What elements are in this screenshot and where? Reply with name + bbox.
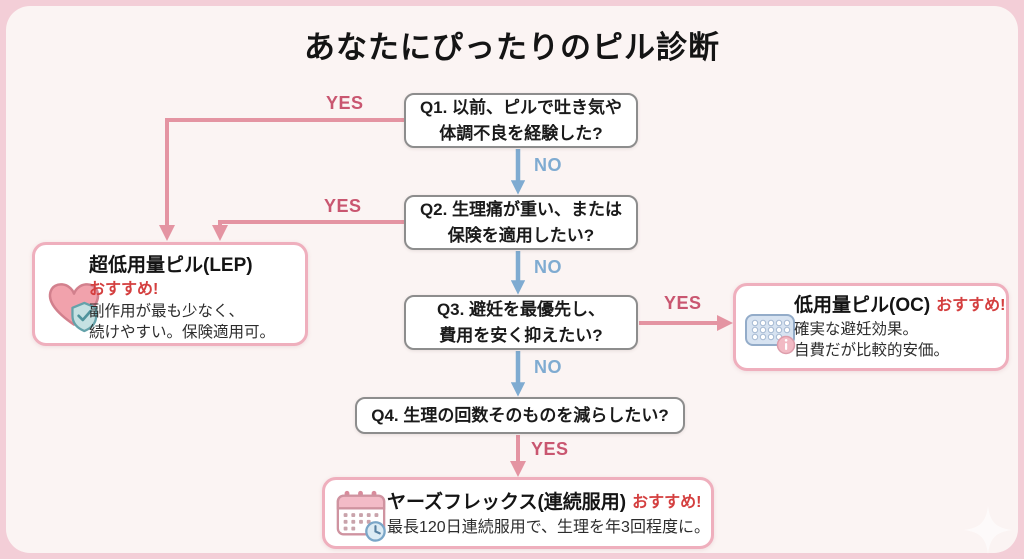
result-desc: 続けやすい。保険適用可。 bbox=[89, 324, 276, 341]
question-q1-line2: 体調不良を経験した? bbox=[439, 123, 603, 143]
question-box-q3: Q3. 避妊を最優先し、 費用を安く抑えたい? bbox=[404, 295, 638, 350]
q2-yes-connector bbox=[212, 220, 405, 241]
result-lep-text: 超低用量ピル(LEP) おすすめ! 副作用が最も少なく、 続けやすい。保険適用可… bbox=[89, 253, 275, 343]
result-desc: 自費だが比較的安価。 bbox=[794, 342, 950, 359]
question-q3-line1: Q3. 避妊を最優先し、 bbox=[436, 300, 606, 319]
recommend-badge: おすすめ! bbox=[936, 297, 1006, 314]
question-q2-line1: Q2. 生理痛が重い、または bbox=[419, 200, 623, 219]
result-card-yaz-flex: ヤーズフレックス(連続服用) おすすめ! 最長120日連続服用で、生理を年3回程度… bbox=[322, 477, 714, 549]
question-box-q1: Q1. 以前、ピルで吐き気や 体調不良を経験した? bbox=[404, 93, 638, 148]
result-desc: 確実な避妊効果。 bbox=[794, 321, 919, 338]
result-oc-text: 低用量ピル(OC) おすすめ! 確実な避妊効果。 自費だが比較的安価。 bbox=[794, 293, 1006, 361]
result-title: 低用量ピル(OC) bbox=[794, 295, 931, 316]
result-title: ヤーズフレックス(連続服用) bbox=[387, 492, 627, 513]
question-box-q2: Q2. 生理痛が重い、または 保険を適用したい? bbox=[404, 195, 638, 250]
result-yaz-text: ヤーズフレックス(連続服用) おすすめ! 最長120日連続服用で、生理を年3回程度… bbox=[387, 490, 710, 540]
no-label-q1: NO bbox=[534, 155, 562, 175]
result-desc: 副作用が最も少なく、 bbox=[89, 303, 245, 320]
question-q4-line1: Q4. 生理の回数そのものを減らしたい? bbox=[371, 405, 669, 425]
no-label-q2: NO bbox=[534, 257, 562, 277]
result-card-lep: 超低用量ピル(LEP) おすすめ! 副作用が最も少なく、 続けやすい。保険適用可… bbox=[32, 242, 308, 346]
question-q3-line2: 費用を安く抑えたい? bbox=[439, 325, 603, 345]
question-q2-line2: 保険を適用したい? bbox=[447, 225, 595, 245]
pill-sheet-icon bbox=[744, 308, 800, 361]
yes-label-q1: YES bbox=[326, 93, 364, 113]
q1-yes-connector bbox=[159, 118, 405, 241]
result-title: 超低用量ピル(LEP) bbox=[89, 255, 253, 276]
result-card-oc: 低用量ピル(OC) おすすめ! 確実な避妊効果。 自費だが比較的安価。 bbox=[733, 283, 1009, 371]
no-label-q3: NO bbox=[534, 357, 562, 377]
result-desc: 最長120日連続服用で、生理を年3回程度に。 bbox=[387, 519, 710, 536]
page-title: あなたにぴったりのピル診断 bbox=[304, 30, 720, 65]
heart-shield-icon bbox=[43, 273, 105, 342]
recommend-badge: おすすめ! bbox=[89, 281, 159, 298]
calendar-clock-icon bbox=[334, 488, 388, 549]
yes-label-q2: YES bbox=[324, 196, 362, 216]
recommend-badge: おすすめ! bbox=[632, 494, 702, 511]
sparkle-icon bbox=[962, 504, 1014, 559]
question-box-q4: Q4. 生理の回数そのものを減らしたい? bbox=[355, 397, 685, 434]
yes-label-q4: YES bbox=[531, 439, 569, 459]
question-q1-line1: Q1. 以前、ピルで吐き気や bbox=[419, 98, 623, 117]
yes-label-q3: YES bbox=[664, 293, 702, 313]
flowchart-panel: あなたにぴったりのピル診断 YES NO YES NO YES N bbox=[6, 6, 1018, 554]
